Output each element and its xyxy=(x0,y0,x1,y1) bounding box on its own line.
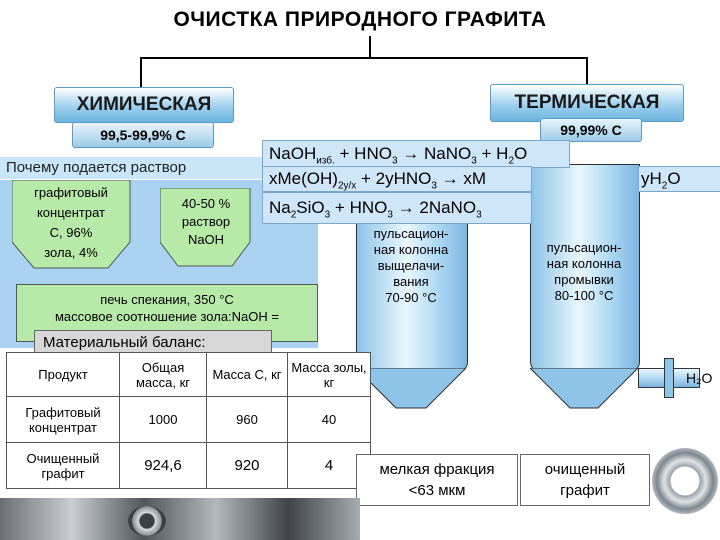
branch-chemical: ХИМИЧЕСКАЯ xyxy=(54,87,234,123)
solution-label: 40-50 % раствор NaOH xyxy=(162,196,250,247)
equation-3: Na2SiO3 + HNO3 → 2NaNO3 xyxy=(262,192,532,224)
eq1-b-sub: 3 xyxy=(391,155,398,167)
water-inlet-flange xyxy=(664,358,674,398)
solution-line-2: раствор xyxy=(181,214,231,229)
leaching-line-2: ная колонна xyxy=(373,242,449,257)
thermal-purity-text: 99,99% С xyxy=(560,122,622,138)
balance-title: Материальный баланс: xyxy=(43,334,206,351)
question-text: Почему подается раствор xyxy=(6,159,187,176)
purified-graphite-box: очищенный графит xyxy=(520,454,650,506)
solution-line-3: NaOH xyxy=(187,232,225,247)
eq3-d: → 2NaNO xyxy=(392,198,477,217)
eq2-end-sub: 2 xyxy=(661,180,668,192)
cell-r1-total: 1000 xyxy=(119,396,207,443)
balance-title-box: Материальный баланс: xyxy=(34,330,272,356)
cell-r2-carbon: 920 xyxy=(206,442,288,489)
fine-fraction-box: мелкая фракция <63 мкм xyxy=(356,454,518,506)
washing-column-cone xyxy=(530,368,638,409)
page-title: ОЧИСТКА ПРИРОДНОГО ГРАФИТА xyxy=(173,8,547,31)
eq2-a: xMe(OH) xyxy=(269,169,338,188)
header-total: Общая масса, кг xyxy=(119,352,207,397)
concentrate-line-2: концентрат xyxy=(36,205,106,220)
eq1-c: → NaNO xyxy=(397,144,472,163)
concentrate-line-3: С, 96% xyxy=(49,225,93,240)
graphite-parts-image xyxy=(0,498,360,540)
furnace-line-2: массовое соотношение зола:NaOH = xyxy=(54,309,279,324)
chemical-purity-text: 99,5-99,9% С xyxy=(100,127,186,143)
connector-left-down xyxy=(140,57,142,87)
furnace-line-1: печь спекания, 350 °С xyxy=(100,292,234,307)
washing-line-2: ная колонна xyxy=(546,256,622,271)
header-carbon: Масса С, кг xyxy=(206,352,288,397)
purified-line-1: очищенный xyxy=(544,461,626,478)
eq3-b-sub: 3 xyxy=(324,209,331,221)
cell-r1-product: Графитовый концентрат xyxy=(6,396,120,443)
equation-2-tail: yH2O xyxy=(638,166,720,192)
branch-thermal-label: ТЕРМИЧЕСКАЯ xyxy=(514,92,660,113)
leaching-column-label: пульсацион- ная колонна выщелачи- вания … xyxy=(356,226,466,306)
eq3-d-sub: 3 xyxy=(476,209,482,221)
connector-horizontal xyxy=(140,57,588,59)
washing-line-4: 80-100 °С xyxy=(554,288,614,303)
eq1-a-sub: изб. xyxy=(316,155,335,167)
solution-line-1: 40-50 % xyxy=(181,196,231,211)
eq3-c-sub: 3 xyxy=(387,209,393,221)
concentrate-label: графитовый концентрат С, 96% зола, 4% xyxy=(14,185,128,260)
leaching-column-cone xyxy=(356,368,466,409)
leaching-line-3: выщелачи- xyxy=(377,258,445,273)
water-label: H₂O xyxy=(686,370,713,386)
fine-line-2: <63 мкм xyxy=(408,482,466,499)
graphite-seal-image xyxy=(128,506,166,536)
leaching-line-1: пульсацион- xyxy=(373,226,449,241)
concentrate-line-4: зола, 4% xyxy=(44,245,98,260)
eq3-a: Na xyxy=(269,198,291,217)
graphite-ring-image xyxy=(652,448,718,514)
cell-r1-ash: 40 xyxy=(287,396,371,443)
washing-line-3: промывки xyxy=(554,272,614,287)
eq2-end2: O xyxy=(667,169,681,188)
eq1-e: O xyxy=(514,144,528,163)
header-ash: Масса золы, кг xyxy=(287,352,371,397)
cell-r2-product: Очищенный графит xyxy=(6,442,120,489)
eq3-c: + HNO xyxy=(330,198,388,217)
eq1-b: + HNO xyxy=(334,144,392,163)
concentrate-line-1: графитовый xyxy=(34,185,108,200)
eq1-a: NaOH xyxy=(269,144,317,163)
eq1-d: + H xyxy=(476,144,509,163)
branch-thermal: ТЕРМИЧЕСКАЯ xyxy=(490,84,684,122)
solution-hopper xyxy=(160,188,251,267)
leaching-line-5: 70-90 °С xyxy=(385,290,437,305)
eq2-b-sub: 3 xyxy=(431,180,437,192)
connector-right-down xyxy=(586,57,588,87)
thermal-purity: 99,99% С xyxy=(540,118,642,142)
cell-r2-total: 924,6 xyxy=(119,442,207,489)
balance-table: Продукт Общая масса, кг Масса С, кг Масс… xyxy=(6,352,371,489)
branch-chemical-label: ХИМИЧЕСКАЯ xyxy=(76,94,212,115)
eq2-b: + 2yHNO xyxy=(356,169,432,188)
purified-line-2: графит xyxy=(560,482,610,499)
leaching-line-4: вания xyxy=(393,274,429,289)
equation-2: xMe(OH)2y/x + 2yHNO3 → xM xyxy=(262,166,532,192)
connector-vertical-top xyxy=(369,36,371,58)
header-product: Продукт xyxy=(6,352,120,397)
eq1-d-sub: 2 xyxy=(508,155,514,167)
concentrate-hopper xyxy=(12,180,131,269)
eq2-end: yH xyxy=(641,169,662,188)
washing-line-1: пульсацион- xyxy=(546,240,622,255)
eq2-a-sub: 2y/x xyxy=(337,180,357,192)
eq3-a-sub: 2 xyxy=(290,209,297,221)
eq1-c-sub: 3 xyxy=(471,155,477,167)
equation-1: NaOHизб. + HNO3 → NaNO3 + H2O xyxy=(262,140,570,168)
chemical-purity: 99,5-99,9% С xyxy=(72,122,214,148)
cell-r1-carbon: 960 xyxy=(206,396,288,443)
question-banner: Почему подается раствор xyxy=(0,157,268,179)
fine-line-1: мелкая фракция xyxy=(379,461,495,478)
eq2-c: → xM xyxy=(436,169,487,188)
washing-column-label: пульсацион- ная колонна промывки 80-100 … xyxy=(530,240,638,304)
eq3-b: SiO xyxy=(296,198,325,217)
